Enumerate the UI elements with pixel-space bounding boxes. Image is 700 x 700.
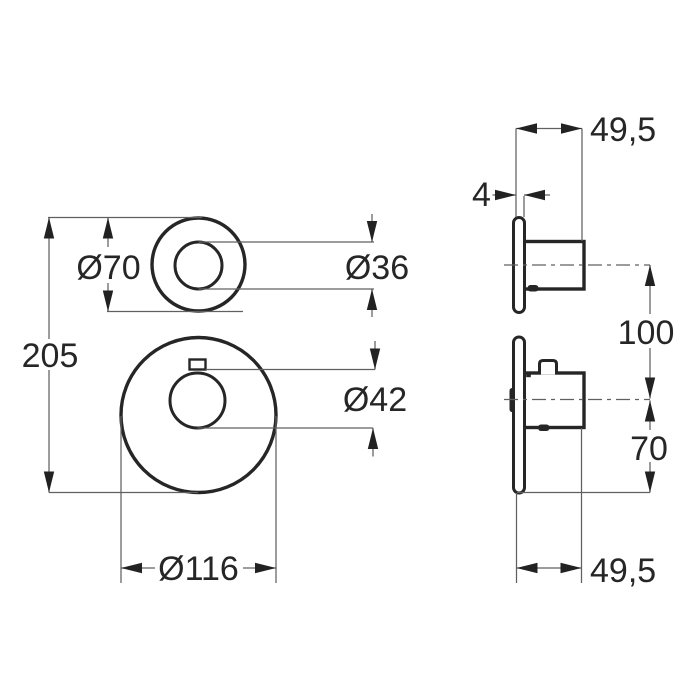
label-bg — [630, 430, 670, 462]
front-bottom-knob-circle — [168, 371, 227, 430]
dim-label-dia70: Ø70 — [76, 249, 140, 287]
front-bottom-knob-notch — [188, 358, 207, 371]
dimension-lines — [43, 123, 656, 583]
dim-label-100: 100 — [618, 314, 675, 352]
side-bottom-knob-notch — [538, 359, 558, 375]
dim-label-dia36: Ø36 — [345, 249, 409, 287]
label-bg — [26, 339, 74, 370]
dim-label-495-bottom: 49,5 — [590, 552, 656, 590]
dim-label-205: 205 — [22, 337, 79, 375]
side-view — [504, 216, 650, 495]
dim-label-dia42: Ø42 — [343, 381, 407, 419]
front-view — [119, 216, 278, 495]
dimension-labels: 205 Ø70 Ø36 Ø42 Ø116 49,5 4 100 70 49,5 — [22, 111, 676, 590]
dim-label-495-top: 49,5 — [590, 111, 656, 149]
side-top-seal-detail — [527, 285, 539, 292]
side-bottom-seal-detail — [538, 424, 550, 431]
dim-label-dia116: Ø116 — [158, 550, 239, 588]
label-bg — [155, 551, 243, 586]
side-bottom-screw-detail — [526, 372, 531, 378]
side-bottom-body — [518, 371, 586, 430]
label-bg — [76, 247, 142, 283]
label-bg — [618, 314, 676, 348]
dim-label-70: 70 — [630, 430, 668, 468]
side-bottom-wall-plate — [512, 335, 526, 495]
dim-label-4: 4 — [472, 176, 491, 214]
front-top-sleeve-circle — [173, 240, 224, 291]
